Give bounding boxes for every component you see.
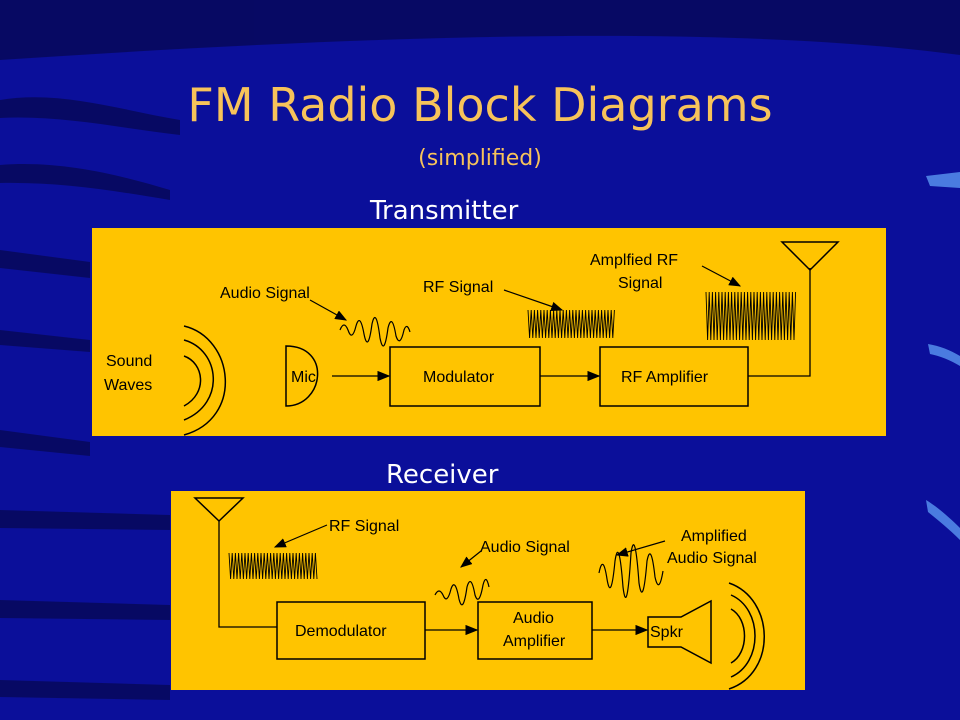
transmitter-diagram: Sound Waves Mic Modulator RF Amplifier A… <box>92 228 886 436</box>
speaker-label: Spkr <box>650 624 684 641</box>
sound-waves-label-line2: Waves <box>104 377 152 394</box>
amplified-rf-pointer <box>701 265 742 287</box>
sound-waves-icon <box>183 325 226 436</box>
audio-signal-waveform <box>339 316 411 347</box>
rf-signal-waveform <box>228 552 318 580</box>
modulator-label: Modulator <box>423 369 495 386</box>
audio-signal-pointer <box>309 299 348 321</box>
rf-amplifier-to-antenna-line <box>748 268 811 377</box>
amplified-audio-label-line2: Audio Signal <box>667 550 757 567</box>
rf-signal-pointer <box>273 524 328 548</box>
amplified-rf-signal-waveform <box>705 291 797 341</box>
audio-amplifier-label-line1: Audio <box>513 610 554 627</box>
demodulator-label: Demodulator <box>295 623 387 640</box>
amplified-audio-pointer <box>615 540 666 557</box>
mic-icon <box>285 345 319 407</box>
amplified-rf-label-line1: Amplfied RF <box>590 252 678 269</box>
audio-amplifier-label-line2: Amplifier <box>503 633 566 650</box>
rf-signal-waveform <box>527 309 615 339</box>
audio-signal-label: Audio Signal <box>480 539 570 556</box>
rf-signal-label: RF Signal <box>423 279 493 296</box>
slide-subtitle: (simplified) <box>418 146 542 171</box>
receiver-heading: Receiver <box>386 460 499 490</box>
receiver-diagram: Demodulator Audio Amplifier Spkr RF Sign… <box>171 491 805 690</box>
antenna-to-demodulator-line <box>218 521 277 628</box>
amplified-audio-signal-waveform <box>598 544 664 599</box>
sound-waves-label-line1: Sound <box>106 353 152 370</box>
amplified-audio-label-line1: Amplified <box>681 528 747 545</box>
mic-label: Mic <box>291 369 316 386</box>
antenna-icon <box>780 241 840 272</box>
rf-signal-label: RF Signal <box>329 518 399 535</box>
amplified-rf-label-line2: Signal <box>618 275 662 292</box>
audio-signal-waveform <box>434 578 490 606</box>
rf-signal-pointer <box>503 289 564 312</box>
slide-title: FM Radio Block Diagrams <box>187 78 773 132</box>
rf-amplifier-label: RF Amplifier <box>621 369 709 386</box>
sound-waves-icon <box>728 582 765 690</box>
speaker-icon <box>647 599 712 665</box>
antenna-icon <box>193 497 245 523</box>
audio-signal-label: Audio Signal <box>220 285 310 302</box>
transmitter-heading: Transmitter <box>370 196 519 226</box>
audio-signal-pointer <box>460 550 482 568</box>
